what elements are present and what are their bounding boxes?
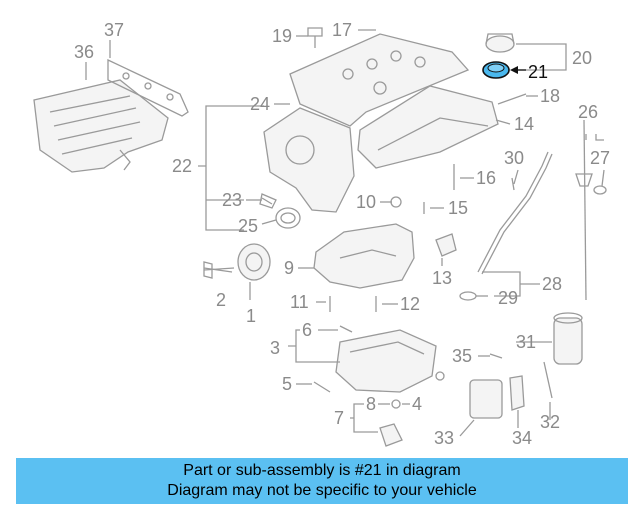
valve-cover-part bbox=[289, 33, 470, 127]
oil-separator-cover-part bbox=[357, 85, 499, 169]
label-5: 5 bbox=[282, 374, 292, 394]
caption-line-2: Diagram may not be specific to your vehi… bbox=[167, 482, 477, 499]
oil-pump-part bbox=[435, 233, 457, 257]
dipstick-tube-part bbox=[459, 151, 553, 301]
intake-gasket-part bbox=[107, 58, 189, 117]
label-17: 17 bbox=[332, 20, 352, 40]
oil-filter-part bbox=[553, 312, 583, 365]
seal-ring-21-part bbox=[482, 61, 510, 79]
bolt-19-part bbox=[307, 27, 323, 48]
fitment-caption: Part or sub-assembly is #21 in diagram D… bbox=[16, 458, 628, 504]
label-32: 32 bbox=[540, 412, 560, 432]
oil-filler-cap-part bbox=[485, 33, 515, 53]
label-21: 21 bbox=[528, 62, 548, 82]
label-26: 26 bbox=[578, 102, 598, 122]
bracket-part bbox=[509, 375, 525, 411]
label-3: 3 bbox=[270, 338, 280, 358]
small-bolts-part bbox=[313, 164, 515, 409]
seal-part bbox=[275, 207, 301, 229]
label-30: 30 bbox=[504, 148, 524, 168]
label-9: 9 bbox=[284, 258, 294, 278]
sensor-part bbox=[543, 361, 553, 399]
label-36: 36 bbox=[74, 42, 94, 62]
dipstick-part bbox=[575, 119, 593, 301]
caption-line-1: Part or sub-assembly is #21 in diagram bbox=[183, 462, 461, 479]
oil-level-sensor-part bbox=[379, 423, 403, 447]
label-28: 28 bbox=[542, 274, 562, 294]
bolt-23-part bbox=[259, 193, 277, 209]
seal-27-part bbox=[593, 185, 607, 195]
label-1: 1 bbox=[246, 306, 256, 326]
label-27: 27 bbox=[590, 148, 610, 168]
timing-cover-part bbox=[263, 107, 355, 213]
upper-oil-pan-part bbox=[313, 223, 415, 289]
leader-line-21 bbox=[510, 66, 526, 74]
label-29: 29 bbox=[498, 288, 518, 308]
label-7: 7 bbox=[334, 408, 344, 428]
lower-oil-pan-part bbox=[335, 329, 437, 393]
label-16: 16 bbox=[476, 168, 496, 188]
breather-hose-part bbox=[497, 93, 527, 105]
label-31: 31 bbox=[516, 332, 536, 352]
label-25: 25 bbox=[238, 216, 258, 236]
intake-manifold-part bbox=[33, 79, 169, 173]
label-19: 19 bbox=[272, 26, 292, 46]
parts-diagram: 1 2 3 4 5 6 7 8 9 10 11 12 13 14 15 16 1… bbox=[33, 20, 610, 448]
leader-lines bbox=[85, 29, 605, 437]
label-24: 24 bbox=[250, 94, 270, 114]
bolt-part bbox=[203, 261, 233, 279]
oil-cooler-part bbox=[469, 379, 503, 419]
label-11: 11 bbox=[290, 292, 309, 312]
label-20: 20 bbox=[572, 48, 592, 68]
label-10: 10 bbox=[356, 192, 376, 212]
label-15: 15 bbox=[448, 198, 468, 218]
label-13: 13 bbox=[432, 268, 452, 288]
label-22: 22 bbox=[172, 156, 192, 176]
label-23: 23 bbox=[222, 190, 242, 210]
label-4: 4 bbox=[412, 394, 422, 414]
label-18: 18 bbox=[540, 86, 560, 106]
label-8: 8 bbox=[366, 394, 376, 414]
label-35: 35 bbox=[452, 346, 472, 366]
label-12: 12 bbox=[400, 294, 420, 314]
label-33: 33 bbox=[434, 428, 454, 448]
label-6: 6 bbox=[302, 320, 312, 340]
label-37: 37 bbox=[104, 20, 124, 40]
label-14: 14 bbox=[514, 114, 534, 134]
pulley-part bbox=[237, 243, 271, 281]
callout-labels: 1 2 3 4 5 6 7 8 9 10 11 12 13 14 15 16 1… bbox=[74, 20, 610, 448]
label-2: 2 bbox=[216, 290, 226, 310]
label-34: 34 bbox=[512, 428, 532, 448]
